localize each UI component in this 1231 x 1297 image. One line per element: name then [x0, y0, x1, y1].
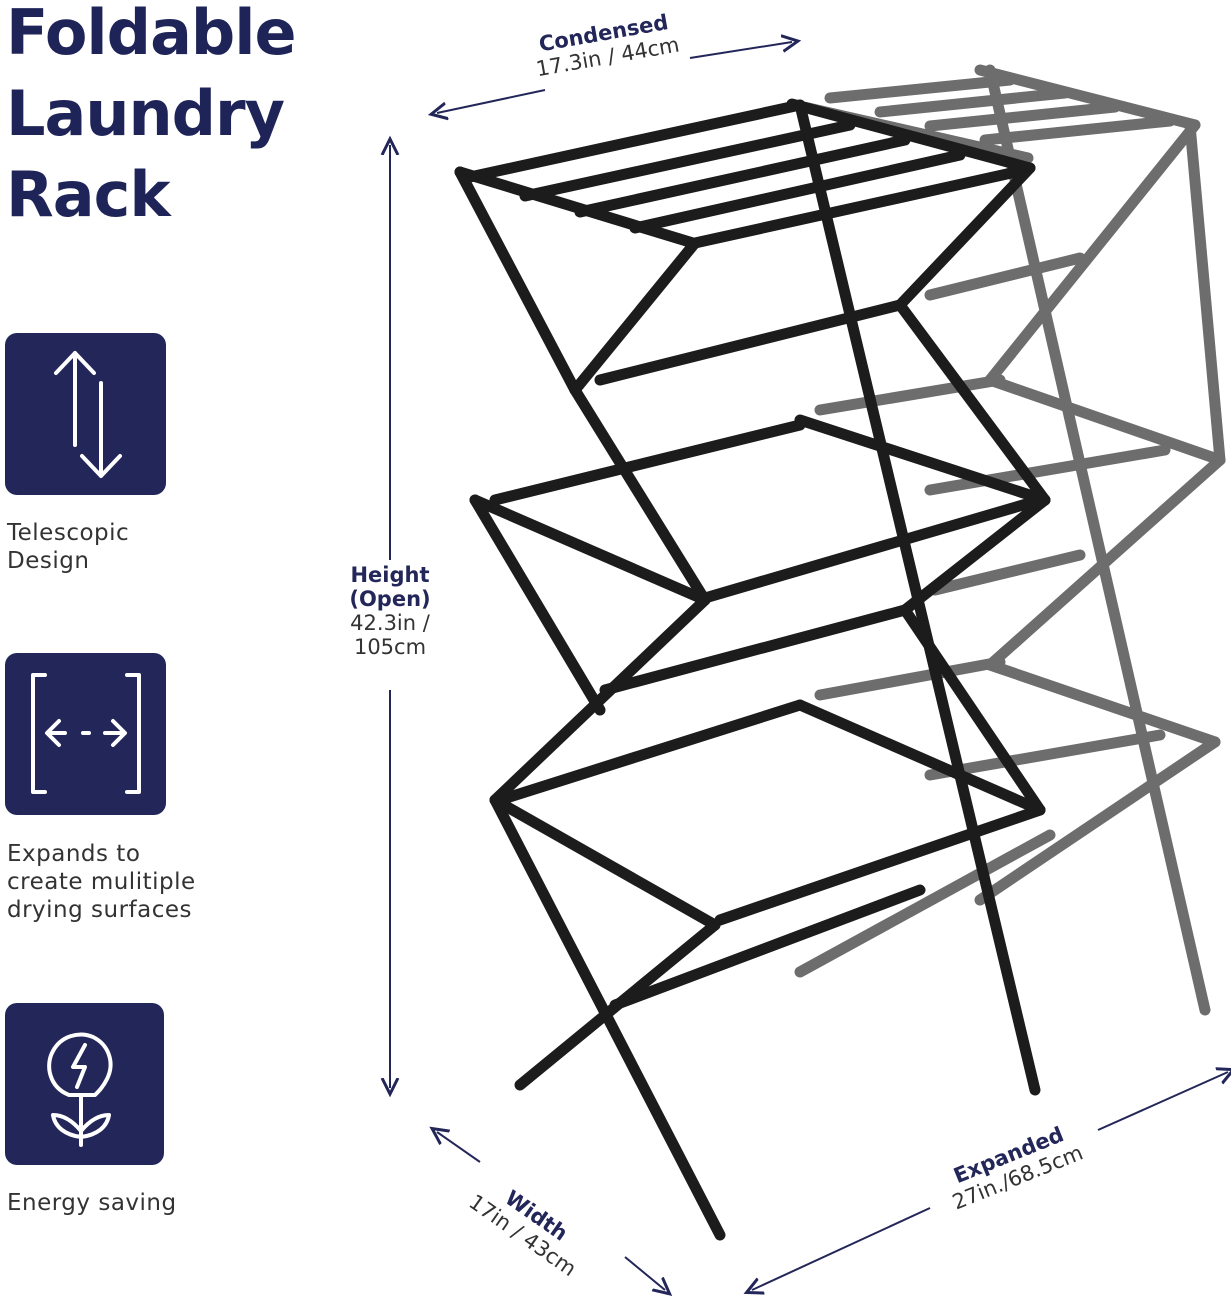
expand-arrows-icon — [31, 673, 141, 794]
title-line-1: Foldable — [6, 0, 297, 69]
height-heading-line1: Height — [350, 563, 430, 587]
feature-label-energy: Energy saving — [7, 1190, 177, 1216]
feature-label-telescopic: Telescopic Design — [7, 520, 130, 574]
width-arrow-bottom — [624, 1256, 665, 1290]
expanded-rack-ghost — [789, 64, 1226, 1016]
height-value-line1: 42.3in / — [350, 611, 430, 635]
dimension-arrows — [390, 42, 1228, 1290]
height-value-line2: 105cm — [353, 635, 427, 659]
feature-tile-expands — [5, 653, 166, 815]
height-dimension: Height (Open) 42.3in / 105cm — [330, 563, 450, 659]
condensed-rack — [454, 98, 1051, 1241]
expanded-arrow-right — [1097, 1072, 1228, 1131]
feature-label-expands: Expands to create mulitiple drying surfa… — [7, 841, 196, 923]
condensed-arrow-left — [437, 89, 546, 113]
energy-bulb-icon — [47, 1032, 113, 1147]
feature-tile-energy — [5, 1003, 164, 1165]
title-line-3: Rack — [6, 158, 171, 231]
width-arrow-top — [437, 1132, 481, 1163]
condensed-arrow-right — [689, 42, 792, 59]
feature-tile-telescopic — [5, 333, 166, 495]
telescopic-arrows-icon — [54, 351, 122, 478]
expanded-arrow-left — [752, 1207, 931, 1290]
title-line-2: Laundry — [6, 77, 285, 150]
page-title: Foldable Laundry Rack — [6, 0, 297, 235]
height-heading-line2: (Open) — [349, 587, 431, 611]
